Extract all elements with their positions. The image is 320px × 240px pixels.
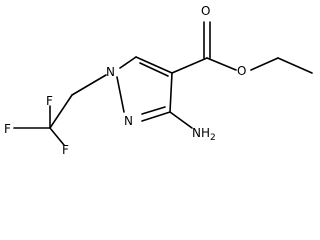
bond-ch2-ch3 xyxy=(277,57,313,74)
atom-o-carbonyl: O xyxy=(201,4,210,18)
bond-oester-ch2 xyxy=(250,57,279,71)
amino-nh: NH xyxy=(192,126,210,140)
atom-f-top: F xyxy=(46,94,53,108)
bond-ch2-cf3 xyxy=(49,94,73,129)
atom-f-bottom: F xyxy=(62,143,69,156)
bond-c5-c4 xyxy=(135,56,173,74)
bond-n2-n1 xyxy=(116,76,125,113)
atom-amino: NH2 xyxy=(192,126,216,143)
bond-c4-ccarbonyl xyxy=(171,57,208,74)
atom-f-left: F xyxy=(4,122,11,136)
molecule-canvas: O O N N F F F NH2 xyxy=(4,4,313,156)
bond-n1-c5 xyxy=(119,56,137,69)
bond-ccarbonyl-oester xyxy=(206,57,237,71)
atom-n2: N xyxy=(124,114,133,128)
atom-n1: N xyxy=(106,65,115,79)
bond-c3-nh2 xyxy=(169,111,193,129)
bond-c4-c3 xyxy=(169,72,173,113)
bond-c5-c4-double xyxy=(139,62,169,77)
bond-c3-n2 xyxy=(141,111,171,122)
structure-diagram: O O N N F F F NH2 xyxy=(4,4,313,156)
atom-o-ester: O xyxy=(237,64,246,78)
bond-cf3-f-bottom xyxy=(49,127,65,146)
amino-subscript: 2 xyxy=(210,133,216,143)
bond-c3-n2-double xyxy=(141,106,166,115)
bond-n1-ch2 xyxy=(71,74,107,96)
